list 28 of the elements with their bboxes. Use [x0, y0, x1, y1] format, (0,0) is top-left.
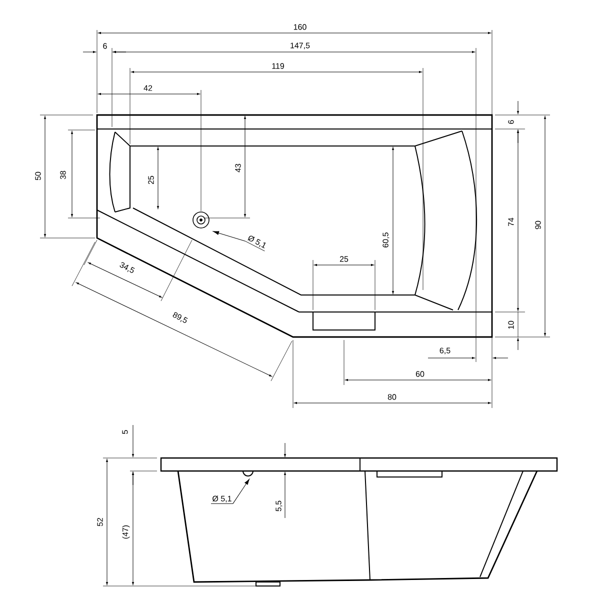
leader-line: [210, 478, 250, 504]
dimension-label: 38: [60, 170, 66, 180]
dimension-label: 60: [416, 371, 424, 377]
dimension-label: 160: [294, 24, 306, 30]
dimension-label: 50: [35, 172, 41, 180]
dimension-label: (47): [122, 525, 130, 539]
dimension-label: 6: [103, 43, 107, 49]
dimension-label: 80: [388, 394, 396, 400]
dimension-label: 147,5: [290, 42, 310, 50]
diameter-label: Ø 5,1: [247, 236, 266, 248]
dimension-label: 43: [235, 164, 241, 172]
dimension-label: 74: [508, 218, 514, 226]
dimension-label: 119: [272, 63, 284, 69]
dimension-label: 25: [340, 256, 348, 262]
dimension-label: 34,5: [120, 262, 135, 273]
dimension-label: 52: [97, 518, 103, 526]
dimension-label: 89,5: [172, 312, 188, 323]
dimension-label: 42: [144, 85, 152, 91]
dimension-label: 5: [122, 430, 128, 434]
dimension-label: 6: [508, 120, 514, 124]
dimension-label: 10: [508, 320, 514, 329]
dimension-label: 6,5: [440, 348, 450, 354]
dimension-label: 5,5: [276, 500, 282, 512]
leader-line: [213, 231, 265, 252]
dimension-label: 90: [535, 220, 541, 230]
dimension-label: 60,5: [382, 232, 390, 248]
dimension-label: 25: [148, 176, 154, 184]
diameter-label: Ø 5,1: [212, 496, 232, 502]
